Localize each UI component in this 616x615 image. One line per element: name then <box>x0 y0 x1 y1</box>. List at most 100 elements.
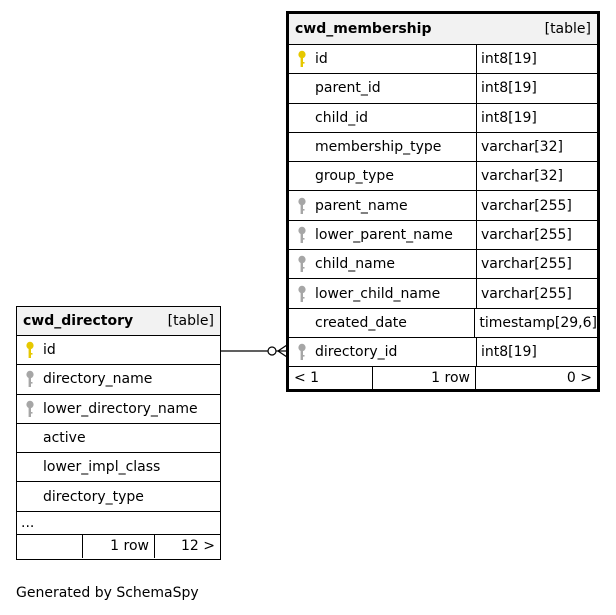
column-row[interactable]: lower_parent_name varchar[255] <box>289 220 597 251</box>
row-count: 1 row <box>83 534 155 558</box>
children-count[interactable]: 12 > <box>181 538 215 555</box>
column-row[interactable]: child_name varchar[255] <box>289 250 597 280</box>
column-name: id <box>315 51 328 68</box>
column-type: int8[19] <box>476 45 597 74</box>
column-name: lower_child_name <box>315 285 441 302</box>
key-slot <box>17 400 43 418</box>
zero-optional-marker <box>267 346 277 356</box>
index-key-icon <box>298 197 306 214</box>
column-name: lower_impl_class <box>43 459 161 476</box>
column-name-cell: child_id <box>289 104 476 132</box>
column-name: group_type <box>315 168 394 185</box>
column-name-cell: directory_name <box>17 365 220 393</box>
column-row[interactable]: id int8[19] <box>289 45 597 75</box>
key-slot <box>289 255 315 273</box>
index-key-icon <box>298 226 306 243</box>
column-name: active <box>43 430 86 447</box>
column-type: varchar[32] <box>476 162 597 191</box>
key-slot <box>17 341 43 359</box>
primary-key-icon <box>26 341 34 359</box>
column-name-cell: lower_child_name <box>289 279 476 307</box>
table-header: cwd_directory [table] <box>17 307 220 336</box>
column-name: lower_directory_name <box>43 400 198 417</box>
column-name-cell: active <box>17 424 220 452</box>
column-name-cell: membership_type <box>289 133 476 161</box>
index-key-icon <box>26 400 34 417</box>
key-slot <box>289 50 315 68</box>
column-row[interactable]: membership_type varchar[32] <box>289 132 597 163</box>
children-count[interactable]: 0 > <box>566 370 592 387</box>
column-type: varchar[255] <box>476 191 597 220</box>
column-type: varchar[255] <box>476 279 597 308</box>
column-row[interactable]: directory_type <box>17 482 220 512</box>
column-type: varchar[255] <box>476 220 597 250</box>
column-name: lower_parent_name <box>315 226 453 243</box>
column-name-cell: directory_id <box>289 338 476 366</box>
column-name: parent_name <box>315 197 408 214</box>
column-row[interactable]: created_date timestamp[29,6] <box>289 308 597 338</box>
column-name: directory_type <box>43 488 144 505</box>
column-name: parent_id <box>315 80 381 97</box>
column-name-cell: parent_name <box>289 191 476 219</box>
index-key-icon <box>298 285 306 302</box>
index-key-icon <box>298 343 306 361</box>
column-type: int8[19] <box>476 103 597 132</box>
parents-count[interactable]: < 1 <box>289 367 373 390</box>
column-row[interactable]: lower_child_name varchar[255] <box>289 279 597 309</box>
column-name: child_id <box>315 109 369 126</box>
column-name: child_name <box>315 256 395 273</box>
index-key-icon <box>26 371 34 388</box>
key-slot <box>289 343 315 361</box>
column-name-cell: id <box>17 336 220 364</box>
column-type: timestamp[29,6] <box>474 308 597 337</box>
column-name-cell: directory_type <box>17 482 220 510</box>
column-type: int8[19] <box>476 337 597 367</box>
many-crowfoot-lower <box>277 350 288 358</box>
column-name: directory_id <box>315 344 398 361</box>
parents-count <box>17 534 83 558</box>
column-row[interactable]: parent_name varchar[255] <box>289 191 597 221</box>
table-kind: [table] <box>167 313 214 329</box>
key-slot <box>289 285 315 303</box>
more-columns-ellipsis: ... <box>17 512 220 535</box>
column-row[interactable]: child_id int8[19] <box>289 103 597 133</box>
column-row[interactable]: active <box>17 424 220 454</box>
column-row[interactable]: directory_name <box>17 365 220 395</box>
many-crowfoot-upper <box>277 344 288 352</box>
table-kind: [table] <box>544 21 591 37</box>
table-name: cwd_directory <box>23 313 134 329</box>
table-header: cwd_membership [table] <box>289 14 597 45</box>
column-name: created_date <box>315 314 407 331</box>
column-name-cell: group_type <box>289 162 476 190</box>
column-name: directory_name <box>43 371 153 388</box>
column-row[interactable]: lower_directory_name <box>17 395 220 424</box>
column-row[interactable]: directory_id int8[19] <box>289 337 597 368</box>
table-name: cwd_membership <box>295 21 432 37</box>
column-name-cell: lower_parent_name <box>289 221 476 249</box>
column-name-cell: lower_impl_class <box>17 453 220 481</box>
column-name-cell: lower_directory_name <box>17 395 220 423</box>
index-key-icon <box>298 255 306 273</box>
key-slot <box>17 370 43 388</box>
table-footer: 1 row 12 > <box>17 534 220 558</box>
key-slot <box>289 226 315 244</box>
key-slot <box>289 197 315 215</box>
column-name: membership_type <box>315 139 442 156</box>
column-row[interactable]: id <box>17 336 220 366</box>
column-name-cell: id <box>289 45 476 73</box>
column-name-cell: created_date <box>289 309 474 337</box>
primary-key-icon <box>298 50 306 68</box>
column-type: varchar[32] <box>476 132 597 162</box>
column-name: id <box>43 342 56 359</box>
table-footer: < 1 1 row 0 > <box>289 367 597 390</box>
column-row[interactable]: lower_impl_class <box>17 453 220 483</box>
column-row[interactable]: group_type varchar[32] <box>289 162 597 192</box>
column-type: varchar[255] <box>476 250 597 279</box>
generated-by-label: Generated by SchemaSpy <box>16 585 199 601</box>
